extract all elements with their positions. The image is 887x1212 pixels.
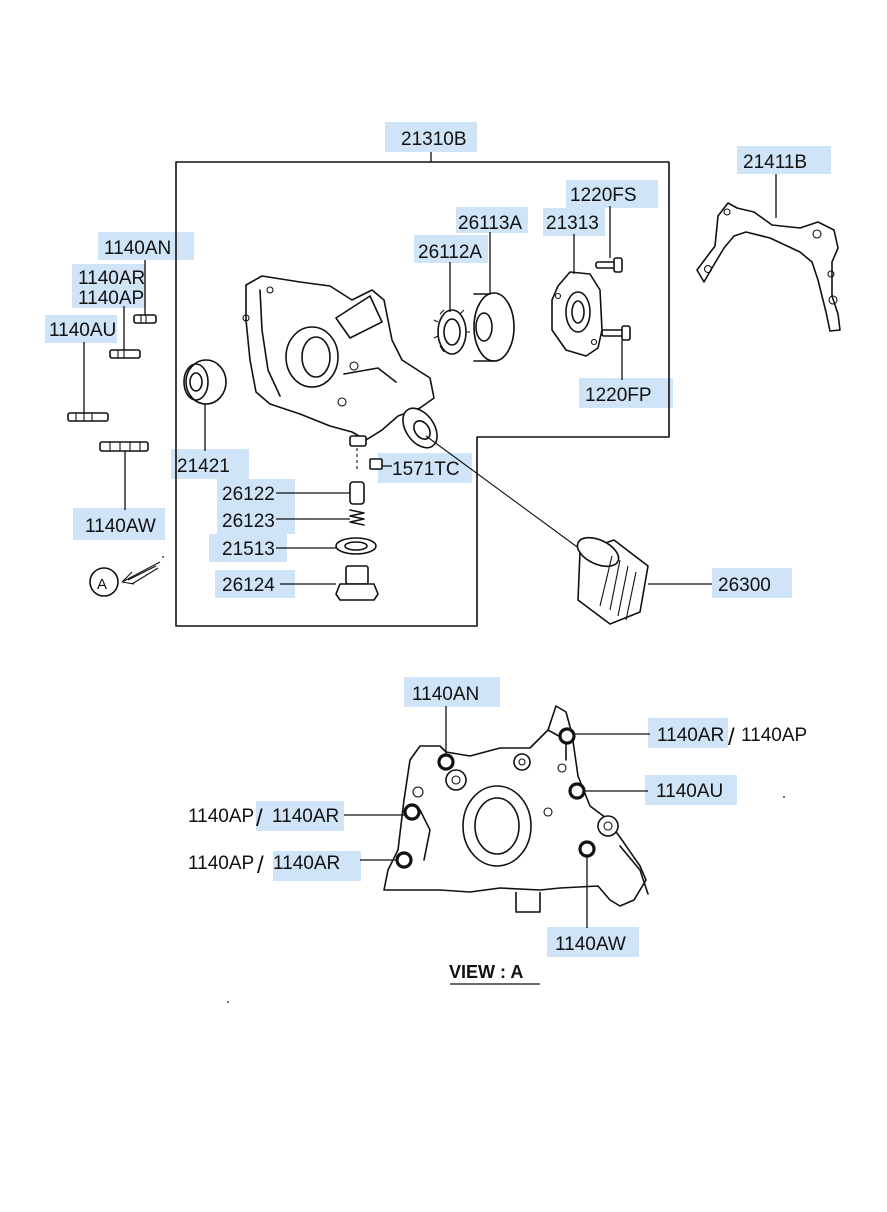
view-marker-letter: A — [97, 576, 107, 593]
view-a-label-bottom: 1140AW — [555, 934, 626, 955]
bolt-1140ar-icon — [109, 306, 141, 359]
screw-1220fp — [601, 325, 631, 380]
bolt-1140aw-icon — [99, 441, 149, 510]
label-1140ar: 1140AR — [78, 268, 145, 289]
rotor-26113a — [473, 232, 515, 362]
label-26113a: 26113A — [458, 213, 522, 234]
view-a-label-left-upper-alt: 1140AR — [272, 806, 339, 827]
view-a-slash: / — [257, 852, 264, 879]
view-a-label-right-upper-alt: 1140AP — [741, 725, 807, 746]
view-a-label-right-upper: 1140AR — [657, 725, 724, 746]
label-1140au: 1140AU — [49, 320, 116, 341]
label-21411b: 21411B — [743, 152, 807, 173]
label-1220fs: 1220FS — [570, 185, 637, 206]
view-a-label-left-lower: 1140AP — [188, 853, 254, 874]
view-a-label-left-upper: 1140AP — [188, 806, 254, 827]
bolt-1140au-icon — [67, 342, 109, 422]
view-a-caption: VIEW : A — [449, 962, 523, 982]
label-26112a: 26112A — [418, 242, 482, 263]
part-labels: 21310B 21411B 1140AN 1140AR 1140AP 1140A… — [49, 129, 807, 985]
stray-dot — [162, 556, 164, 558]
screw-1220fs — [595, 206, 623, 273]
label-highlights — [45, 122, 831, 957]
cover-21313 — [551, 234, 603, 357]
label-26123: 26123 — [222, 511, 275, 532]
oil-seal-21421 — [183, 359, 227, 451]
label-26300: 26300 — [718, 575, 771, 596]
pump-body-main — [242, 275, 438, 449]
view-a-label-right-mid: 1140AU — [656, 781, 723, 802]
label-21310b: 21310B — [401, 129, 467, 150]
label-26124: 26124 — [222, 575, 275, 596]
view-a-label-top: 1140AN — [412, 684, 479, 705]
label-1140aw: 1140AW — [85, 516, 156, 537]
label-26122: 26122 — [222, 484, 275, 505]
label-21513: 21513 — [222, 539, 275, 560]
assembly-frame — [175, 152, 670, 627]
bolt-1140an-icon — [133, 260, 157, 324]
gear-26112a — [433, 262, 470, 355]
stray-dot — [227, 1001, 229, 1003]
gasket-21411b — [696, 174, 841, 332]
label-1140ap: 1140AP — [78, 288, 144, 309]
label-21421: 21421 — [177, 456, 230, 477]
label-1571tc: 1571TC — [392, 459, 460, 480]
view-a-slash: / — [256, 805, 263, 832]
view-a-pump — [344, 705, 650, 928]
relief-valve-stack — [276, 448, 392, 601]
view-a-marker — [89, 561, 161, 597]
label-1220fp: 1220FP — [585, 385, 652, 406]
oil-filter-26300 — [425, 435, 712, 625]
view-a-label-left-lower-alt: 1140AR — [273, 853, 340, 874]
bolts-left — [67, 260, 157, 510]
label-1140an: 1140AN — [104, 238, 171, 259]
stray-dot — [783, 796, 785, 798]
view-a-slash: / — [728, 724, 735, 751]
label-21313: 21313 — [546, 213, 599, 234]
